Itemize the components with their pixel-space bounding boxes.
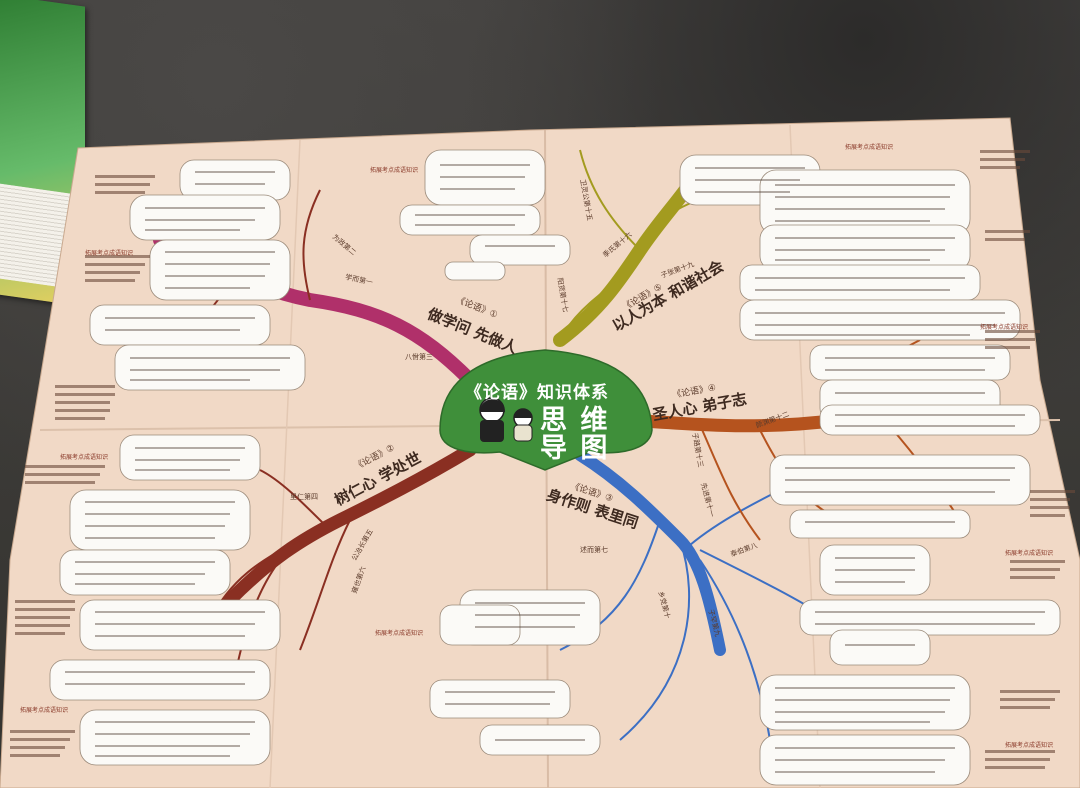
- exam-points-label: 拓展考点成语知识: [20, 707, 69, 714]
- exam-points-label: 拓展考点成语知识: [375, 630, 424, 637]
- exam-points-label: 拓展考点成语知识: [60, 454, 109, 461]
- exam-points-label: 拓展考点成语知识: [1005, 550, 1054, 557]
- exam-points-label: 拓展考点成语知识: [980, 324, 1029, 331]
- exam-points-label: 拓展考点成语知识: [845, 144, 894, 151]
- chapter-liren: 里仁第四: [290, 493, 318, 501]
- exam-points-label: 拓展考点成语知识: [85, 250, 134, 257]
- center-title-line3: 导 图: [540, 433, 610, 464]
- center-title-line2: 思 维: [540, 405, 610, 436]
- center-title-line1: 《论语》知识体系: [465, 383, 609, 403]
- chapter-shuer: 述而第七: [580, 546, 608, 554]
- exam-points-label: 拓展考点成语知识: [370, 167, 419, 174]
- exam-points-label: 拓展考点成语知识: [1005, 742, 1054, 749]
- chapter-bayi: 八佾第三: [405, 353, 433, 361]
